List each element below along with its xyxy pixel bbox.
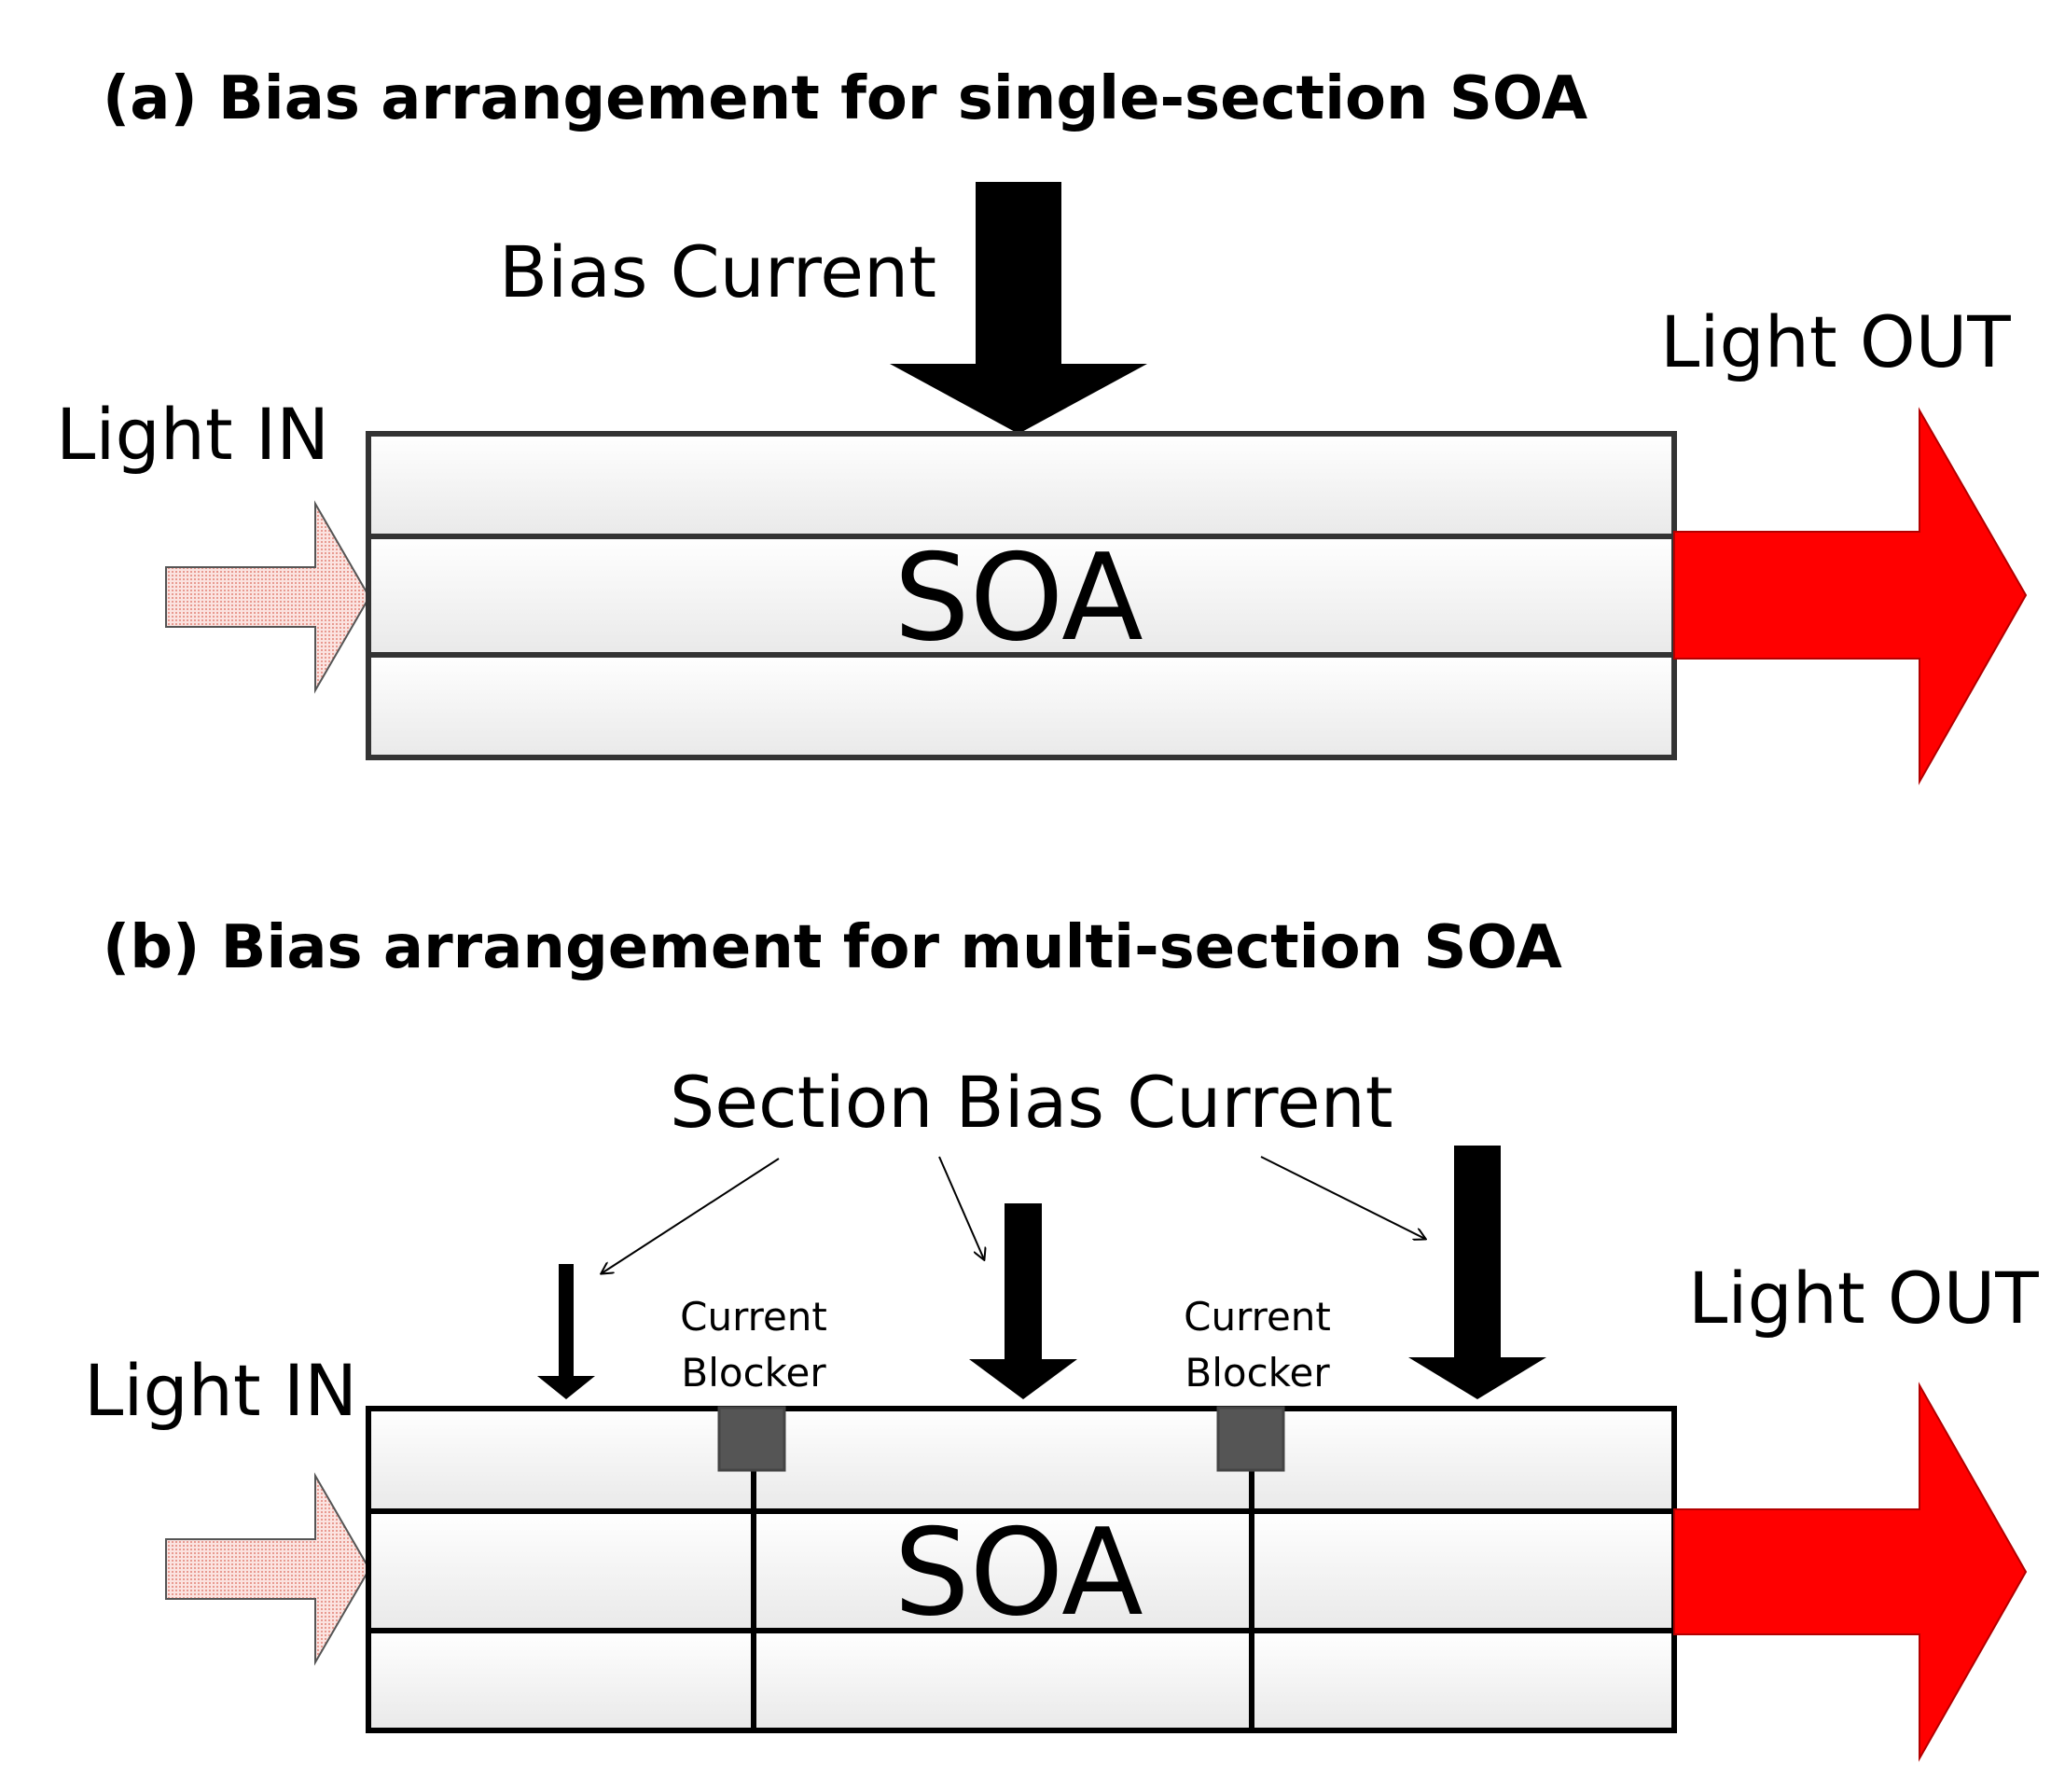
pointer-arrow-3 <box>1260 1156 1425 1239</box>
blocker-1-label-line1: Current <box>680 1294 827 1340</box>
blocker-1-label-line2: Blocker <box>681 1350 826 1396</box>
soa-b-bottom-layer <box>366 1628 1677 1733</box>
current-blocker-2 <box>1216 1406 1285 1472</box>
light-in-arrow-b <box>165 1472 371 1666</box>
soa-label-b: SOA <box>894 1504 1143 1643</box>
light-out-arrow-b <box>1673 1382 2028 1762</box>
current-blocker-1 <box>717 1406 786 1472</box>
blocker-2-label-line1: Current <box>1184 1294 1331 1340</box>
panel-a-title: (a) Bias arrangement for single-section … <box>103 64 1588 133</box>
blocker-2-label-line2: Blocker <box>1185 1350 1330 1396</box>
section-bias-current-label: Section Bias Current <box>670 1061 1393 1144</box>
soa-top-layer <box>366 431 1677 539</box>
soa-bottom-layer <box>366 652 1677 760</box>
light-out-label-b: Light OUT <box>1688 1257 2039 1340</box>
section-2-bias-arrow <box>969 1203 1077 1399</box>
pointer-arrow-1 <box>602 1158 780 1273</box>
section-1-bias-arrow <box>537 1264 595 1399</box>
pointer-arrow-2 <box>938 1156 984 1259</box>
light-out-label: Light OUT <box>1660 300 2011 383</box>
soa-label: SOA <box>894 529 1143 668</box>
soa-b-active-layer <box>366 1508 1677 1633</box>
bias-current-label: Bias Current <box>499 230 936 313</box>
bias-current-arrow <box>890 182 1147 434</box>
light-in-label: Light IN <box>56 393 329 476</box>
section-3-bias-arrow <box>1408 1146 1546 1399</box>
light-in-arrow <box>165 500 371 694</box>
light-out-arrow <box>1673 407 2028 785</box>
soa-b-top-layer <box>366 1406 1677 1514</box>
light-in-label-b: Light IN <box>84 1349 357 1432</box>
panel-b: (b) Bias arrangement for multi-section S… <box>84 913 2039 1762</box>
panel-a: (a) Bias arrangement for single-section … <box>56 64 2028 785</box>
soa-chip-single: SOA <box>366 431 1677 760</box>
soa-chip-multi: SOA <box>366 1406 1677 1733</box>
panel-b-title: (b) Bias arrangement for multi-section S… <box>103 913 1562 982</box>
